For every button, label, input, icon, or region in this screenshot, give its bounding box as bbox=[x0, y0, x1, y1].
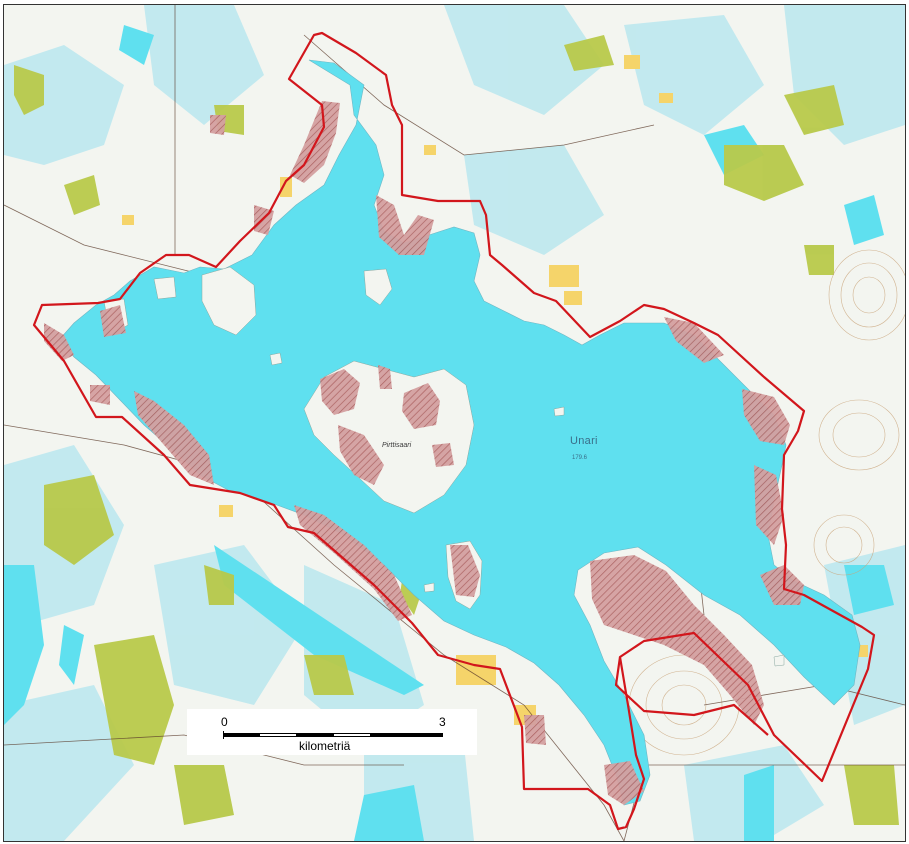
map-frame[interactable]: Unari 179.6 Pirttisaari 0 3 kilometriä bbox=[3, 4, 906, 842]
topographic-map bbox=[4, 5, 905, 841]
scale-bar-segment bbox=[259, 733, 297, 737]
protected-areas bbox=[44, 101, 804, 805]
small-lakes bbox=[4, 25, 894, 841]
forest-patches bbox=[14, 35, 899, 825]
scale-bar-segment bbox=[223, 733, 259, 737]
scale-bar-segment bbox=[297, 733, 333, 737]
scale-bar: 0 3 kilometriä bbox=[187, 709, 477, 755]
scale-start-label: 0 bbox=[221, 715, 228, 729]
project-boundary bbox=[32, 31, 876, 831]
lake-elevation-label: 179.6 bbox=[572, 455, 588, 461]
scale-bar-segment bbox=[371, 733, 443, 737]
scale-bar-segment bbox=[333, 733, 371, 737]
scale-unit-label: kilometriä bbox=[299, 739, 351, 753]
lake-name-label: Unari bbox=[570, 435, 598, 447]
island-name-label: Pirttisaari bbox=[382, 442, 412, 449]
scale-end-label: 3 bbox=[439, 715, 446, 729]
